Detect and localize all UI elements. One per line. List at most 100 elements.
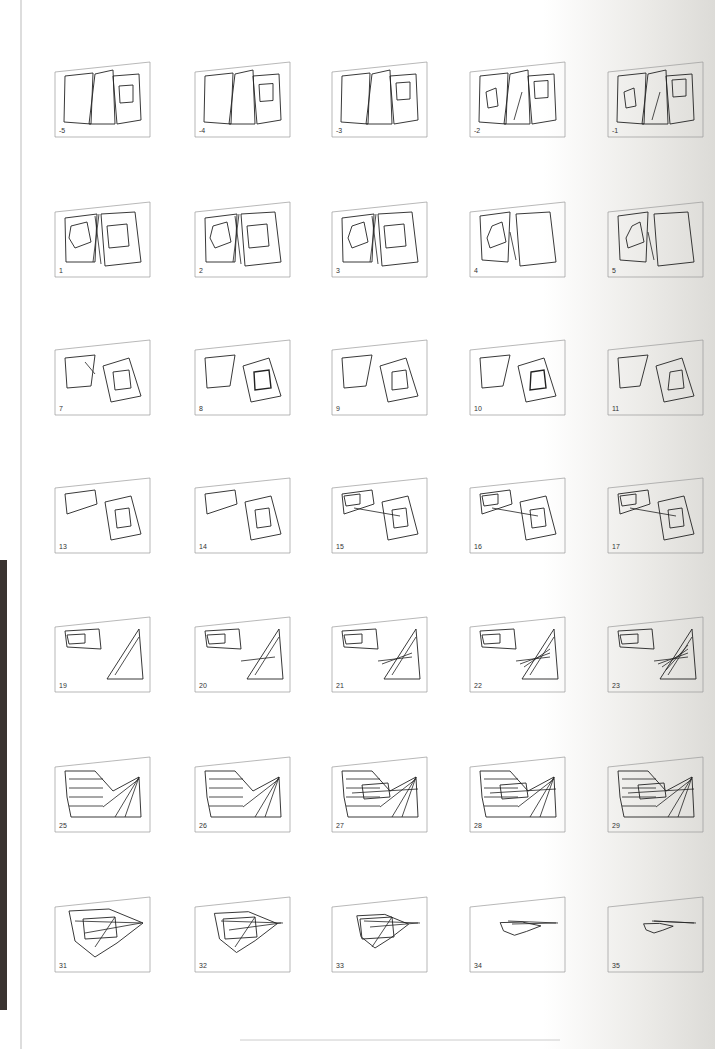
frame-number: 1 xyxy=(59,267,63,275)
plan-outline xyxy=(205,490,237,514)
frame-drawing xyxy=(332,340,427,415)
frame-drawing xyxy=(55,62,150,137)
plan-outline xyxy=(522,629,558,679)
frame-panel: -5 xyxy=(55,62,150,137)
frame-drawing xyxy=(470,897,565,972)
plan-outline xyxy=(69,909,143,957)
frame-drawing xyxy=(332,757,427,832)
plan-line xyxy=(520,653,550,664)
frame-panel: -4 xyxy=(195,62,290,137)
plan-line xyxy=(265,777,279,817)
frame-outline xyxy=(332,340,427,415)
plan-line xyxy=(95,917,115,947)
plan-outline xyxy=(654,212,694,266)
frame-panel: 21 xyxy=(332,617,427,692)
plan-outline xyxy=(480,212,510,262)
plan-line xyxy=(209,788,243,789)
plan-outline xyxy=(89,70,115,124)
frame-number: 17 xyxy=(612,543,620,551)
plan-line xyxy=(69,806,103,807)
frame-panel: 9 xyxy=(332,340,427,415)
plan-line xyxy=(346,797,380,798)
plan-outline xyxy=(624,88,636,108)
plan-line xyxy=(372,917,392,947)
plan-outline xyxy=(480,355,510,388)
frame-drawing xyxy=(332,202,427,277)
frame-outline xyxy=(195,757,290,832)
plan-outline xyxy=(480,629,516,649)
frame-number: 16 xyxy=(474,543,482,551)
frame-number: 21 xyxy=(336,682,344,690)
plan-outline xyxy=(642,70,668,124)
frame-outline xyxy=(470,757,565,832)
plan-outline xyxy=(342,629,378,649)
frame-panel: 5 xyxy=(608,202,703,277)
frame-outline xyxy=(195,202,290,277)
frame-number: 10 xyxy=(474,405,482,413)
frame-outline xyxy=(195,340,290,415)
plan-outline xyxy=(618,771,694,817)
frame-number: -3 xyxy=(336,127,342,135)
plan-line xyxy=(678,777,692,817)
plan-line xyxy=(209,797,243,798)
frame-outline xyxy=(608,617,703,692)
frame-number: 22 xyxy=(474,682,482,690)
frame-number: 2 xyxy=(199,267,203,275)
plan-outline xyxy=(207,634,225,644)
plan-outline xyxy=(660,629,696,679)
plan-line xyxy=(75,921,143,923)
plan-outline xyxy=(254,370,271,390)
frame-outline xyxy=(608,340,703,415)
plan-line xyxy=(514,92,522,120)
binding-strip xyxy=(0,560,7,1010)
plan-line xyxy=(484,806,518,807)
frame-drawing xyxy=(195,478,290,553)
plan-outline xyxy=(666,74,694,124)
frame-panel: 17 xyxy=(608,478,703,553)
plan-line xyxy=(209,779,243,780)
plan-line xyxy=(352,789,418,793)
frame-panel: -3 xyxy=(332,62,427,137)
plan-outline xyxy=(668,370,684,390)
frame-panel: 35 xyxy=(608,897,703,972)
frame-outline xyxy=(55,340,150,415)
plan-line xyxy=(69,788,103,789)
plan-outline xyxy=(204,73,233,124)
plan-outline xyxy=(534,81,548,99)
plan-outline xyxy=(341,73,370,124)
frame-outline xyxy=(608,478,703,553)
plan-outline xyxy=(668,508,684,528)
frame-panel: 16 xyxy=(470,478,565,553)
frame-outline xyxy=(332,897,427,972)
frame-number: 8 xyxy=(199,405,203,413)
plan-line xyxy=(103,779,139,807)
frame-number: 28 xyxy=(474,822,482,830)
plan-outline xyxy=(396,82,410,100)
frame-number: 15 xyxy=(336,543,344,551)
plan-outline xyxy=(344,634,362,644)
frame-panel: 27 xyxy=(332,757,427,832)
frame-number: 35 xyxy=(612,962,620,970)
plan-outline xyxy=(380,358,418,402)
frame-panel: 1 xyxy=(55,202,150,277)
plan-outline xyxy=(69,222,91,248)
plan-outline xyxy=(67,634,85,644)
plan-outline xyxy=(357,914,409,948)
plan-outline xyxy=(205,355,235,388)
frame-panel: 7 xyxy=(55,340,150,415)
plan-outline xyxy=(205,629,241,649)
plan-line xyxy=(346,806,380,807)
frame-panel: 23 xyxy=(608,617,703,692)
frame-drawing xyxy=(55,202,150,277)
plan-outline xyxy=(644,923,674,933)
plan-outline xyxy=(486,88,498,108)
frame-panel: 11 xyxy=(608,340,703,415)
frame-outline xyxy=(332,478,427,553)
plan-line xyxy=(630,508,676,516)
frame-outline xyxy=(55,897,150,972)
plan-line xyxy=(209,806,243,807)
plan-line xyxy=(255,777,279,817)
plan-outline xyxy=(672,79,686,97)
frame-panel: -2 xyxy=(470,62,565,137)
plan-line xyxy=(648,232,654,260)
